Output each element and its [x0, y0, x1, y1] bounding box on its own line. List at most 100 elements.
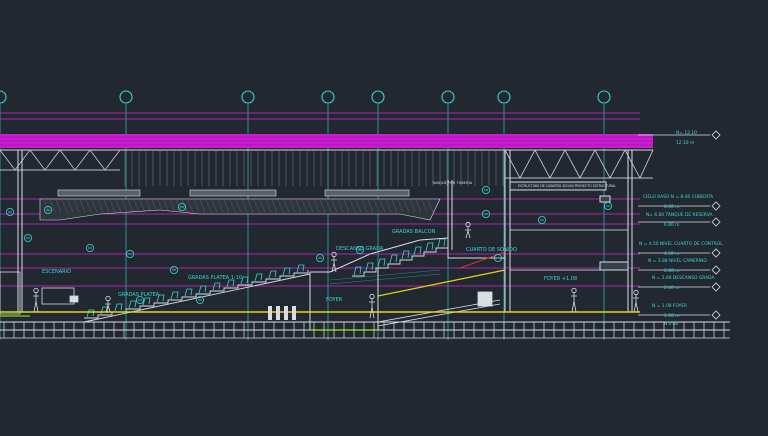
label-gradas-platea-range: GRADAS PLATEA 1-10 [188, 275, 242, 281]
axis-marker-2 [119, 90, 133, 104]
platea-seat [198, 285, 207, 294]
label-cuarto-sonido: CUARTO DE SONIDO [466, 247, 517, 253]
ceiling-hangers [124, 150, 504, 186]
platea-step-profile [84, 270, 309, 319]
roof-trusses [0, 149, 654, 180]
figure-descanso [331, 251, 337, 273]
ceiling-hatch-line [367, 199, 374, 213]
ceiling-hatch-line [277, 199, 284, 213]
ceiling-hatch-line [421, 199, 428, 213]
level-symbol [711, 130, 721, 140]
ceiling-hatch-line [187, 199, 194, 213]
ceiling-hatch-line [193, 199, 200, 213]
ceiling-hatch-line [319, 199, 326, 213]
ceiling-hatch-line [61, 199, 68, 213]
floor-slab [0, 311, 730, 331]
ceiling-hatch-line [343, 199, 350, 213]
ceiling-hatch-line [55, 199, 62, 213]
ceiling-hatch-line [427, 199, 434, 213]
balcony-slab [309, 237, 505, 330]
ceiling-hatch-line [313, 199, 320, 213]
balcon-seat [413, 246, 422, 256]
figure-body [369, 299, 375, 319]
ceiling-hatch-line [163, 199, 170, 213]
ceiling-hatch-line [151, 199, 158, 213]
roof-band-hatch [0, 136, 653, 146]
axis-marker-4 [321, 90, 335, 104]
figure-body [465, 227, 471, 239]
ceiling-hatch-line [217, 199, 224, 213]
detail-marker [195, 295, 204, 304]
ceiling-hatch-line [109, 199, 116, 213]
axis-marker-8 [597, 90, 611, 104]
ceiling-hatch-line [397, 199, 404, 213]
ceiling-hatch-line [331, 199, 338, 213]
level-label-11: N = 2.84 DESCANSO GRADA [652, 275, 714, 281]
structure-walls [17, 150, 633, 312]
level-symbol [711, 265, 721, 275]
ceiling-hatch-line [97, 199, 104, 213]
platea-seat [212, 282, 221, 291]
level-symbol [711, 282, 721, 292]
platea-seat [170, 291, 179, 300]
level-label-14: 1.08 m [664, 313, 679, 319]
axis-marker-1 [0, 90, 7, 104]
detail-marker-circle [493, 253, 502, 262]
detail-marker-circle [195, 295, 204, 304]
ceiling-hatch-line [271, 199, 278, 213]
ceiling-hatch-line [409, 199, 416, 213]
detail-marker-circle [481, 185, 490, 194]
ceiling-hatch-line [79, 199, 86, 213]
ceiling-hatch-line [211, 199, 218, 213]
figure-body [105, 301, 111, 313]
ceiling-hatch-line [259, 199, 266, 213]
detail-marker-circle [135, 295, 144, 304]
detail-marker [604, 201, 613, 210]
ceiling-hatch-line [283, 199, 290, 213]
ceiling-hatch-line [205, 199, 212, 213]
figure-foyer-right [571, 287, 577, 313]
figure-foyer [369, 293, 375, 319]
room-labels: ESCENARIO GRADAS PLATEA GRADAS PLATEA 1-… [42, 181, 616, 303]
ceiling-hatch-line [325, 199, 332, 213]
detail-marker [23, 233, 32, 242]
level-label-1: N= 12.10 [676, 130, 697, 136]
figure-sonido [465, 221, 471, 239]
ceiling-hatch-line [49, 199, 56, 213]
figure-head [105, 295, 111, 302]
level-label-4: 8.00 m [664, 204, 679, 210]
balcon-seating-steps [352, 244, 449, 277]
balcon-seat [437, 238, 446, 248]
axis-markers [0, 90, 611, 104]
label-tanque: TANQUE POR TUBERIA [431, 181, 473, 185]
figure-head [331, 251, 337, 258]
detail-marker-circle [169, 265, 178, 274]
balcon-seat [353, 266, 362, 276]
ceiling-hatch-line [379, 199, 386, 213]
balcon-seat [401, 250, 410, 260]
detail-marker [177, 202, 186, 211]
detail-marker-circle [177, 202, 186, 211]
level-label-2: 12.10 m [676, 140, 694, 146]
balcony-underside-hatch [329, 269, 441, 285]
detail-marker [481, 185, 490, 194]
platea-seat [282, 267, 291, 276]
figure-body [633, 295, 639, 313]
level-lines [0, 112, 640, 287]
detail-marker-circle [604, 201, 613, 210]
ceiling-hatch-line [199, 199, 206, 213]
ceiling-hatch-line [385, 199, 392, 213]
figure-right-edge [633, 289, 639, 313]
balcon-seat [425, 242, 434, 252]
ceiling-hatch-line [181, 199, 188, 213]
ceiling-hatch-line [391, 199, 398, 213]
level-label-9: N = 3.88 NIVEL CAMERINO [648, 258, 707, 264]
figure-head [465, 221, 471, 228]
platea-seat [128, 300, 137, 309]
ceiling-hatch-line [349, 199, 356, 213]
level-label-3: CIELO RASO N = 8.00 CUBIERTA [643, 194, 713, 200]
ceiling-hatch-line [139, 199, 146, 213]
detail-marker [315, 253, 324, 262]
